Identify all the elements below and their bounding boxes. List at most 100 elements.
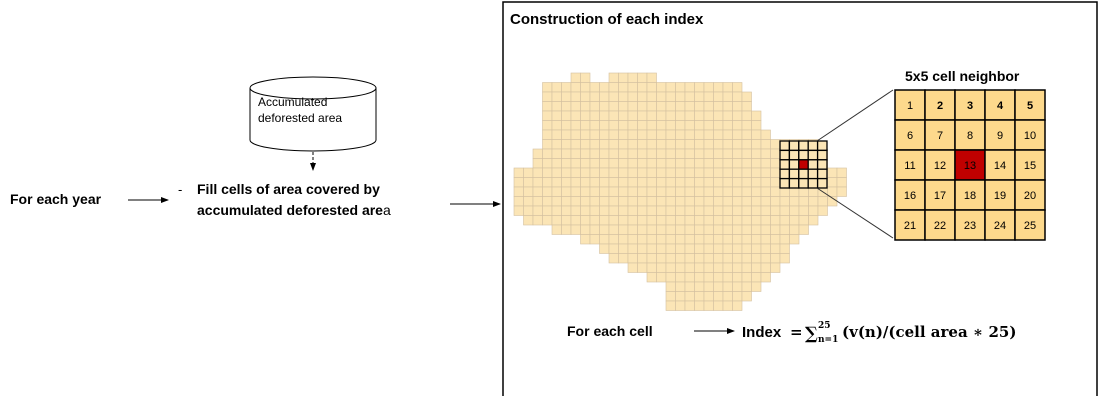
- map-cell: [665, 300, 676, 311]
- map-cell: [618, 72, 629, 83]
- map-cell: [608, 91, 619, 102]
- map-cell: [675, 139, 686, 150]
- map-cell: [542, 205, 553, 216]
- map-cell: [542, 177, 553, 188]
- map-cell: [789, 196, 800, 207]
- map-cell: [694, 215, 705, 226]
- map-cell: [713, 281, 724, 292]
- map-cell: [703, 224, 714, 235]
- map-cell: [722, 129, 733, 140]
- map-cell: [561, 205, 572, 216]
- map-cell: [561, 148, 572, 159]
- map-cell: [646, 91, 657, 102]
- map-cell: [684, 167, 695, 178]
- map-cell: [732, 158, 743, 169]
- neighbor-cell: [924, 119, 956, 151]
- map-cell: [570, 215, 581, 226]
- map-cell: [542, 120, 553, 131]
- map-cell: [713, 215, 724, 226]
- map-cell: [684, 139, 695, 150]
- map-cell: [732, 120, 743, 131]
- map-cell: [703, 243, 714, 254]
- map-neighbor-cell: [807, 149, 819, 161]
- map-cell: [551, 120, 562, 131]
- map-cell: [836, 177, 847, 188]
- for-each-cell-label: For each cell: [567, 323, 653, 339]
- map-cell: [722, 91, 733, 102]
- map-cell: [608, 234, 619, 245]
- map-cell: [656, 272, 667, 283]
- map-cell: [760, 196, 771, 207]
- map-cell: [599, 82, 610, 93]
- map-cell: [665, 196, 676, 207]
- for-each-year-label: For each year: [10, 191, 102, 207]
- map-cell: [513, 196, 524, 207]
- map-cell: [732, 234, 743, 245]
- map-cell: [561, 101, 572, 112]
- map-cell: [570, 177, 581, 188]
- map-cell: [570, 139, 581, 150]
- map-cell: [580, 205, 591, 216]
- map-cell: [637, 101, 648, 112]
- map-cell: [646, 224, 657, 235]
- map-cell: [589, 148, 600, 159]
- map-cell: [694, 300, 705, 311]
- map-cell: [751, 224, 762, 235]
- map-cell: [675, 110, 686, 121]
- map-cell: [637, 215, 648, 226]
- map-neighbor-cell: [788, 177, 800, 189]
- map-cell: [542, 129, 553, 140]
- map-cell: [646, 272, 657, 283]
- neighbor-cell: [1014, 119, 1046, 151]
- map-cell: [580, 234, 591, 245]
- map-cell: [665, 253, 676, 264]
- map-cell: [608, 110, 619, 121]
- fill-cells-line1: Fill cells of area covered by: [197, 181, 380, 197]
- map-cell: [770, 148, 781, 159]
- map-cell: [589, 110, 600, 121]
- map-neighbor-cell: [816, 159, 828, 170]
- map-cell: [684, 262, 695, 273]
- map-cell: [722, 234, 733, 245]
- map-cell: [570, 72, 581, 83]
- map-cell: [627, 158, 638, 169]
- zoom-connector-top: [816, 89, 894, 142]
- map-cell: [703, 158, 714, 169]
- map-cell: [827, 177, 838, 188]
- map-cell: [713, 234, 724, 245]
- map-cell: [798, 196, 809, 207]
- zoom-connector-bottom: [816, 187, 894, 239]
- deforestation-grid-map: [513, 72, 847, 311]
- map-cell: [684, 215, 695, 226]
- map-cell: [713, 139, 724, 150]
- map-cell: [703, 148, 714, 159]
- map-cell: [713, 253, 724, 264]
- map-cell: [760, 129, 771, 140]
- map-cell: [608, 158, 619, 169]
- map-neighbor-cell: [788, 159, 800, 170]
- map-cell: [703, 129, 714, 140]
- map-cell: [779, 196, 790, 207]
- map-cell: [542, 167, 553, 178]
- map-cell: [523, 215, 534, 226]
- map-cell: [703, 120, 714, 131]
- map-cell: [779, 205, 790, 216]
- map-cell: [741, 91, 752, 102]
- map-cell: [684, 196, 695, 207]
- map-cell: [713, 186, 724, 197]
- map-cell: [542, 186, 553, 197]
- map-cell: [627, 148, 638, 159]
- map-cell: [618, 129, 629, 140]
- map-cell: [741, 253, 752, 264]
- map-cell: [637, 167, 648, 178]
- map-cell: [656, 177, 667, 188]
- map-cell: [741, 272, 752, 283]
- map-cell: [542, 91, 553, 102]
- map-cell: [675, 158, 686, 169]
- map-cell: [646, 253, 657, 264]
- map-cell: [741, 243, 752, 254]
- map-cell: [760, 224, 771, 235]
- map-cell: [751, 167, 762, 178]
- map-cell: [637, 253, 648, 264]
- map-cell: [656, 158, 667, 169]
